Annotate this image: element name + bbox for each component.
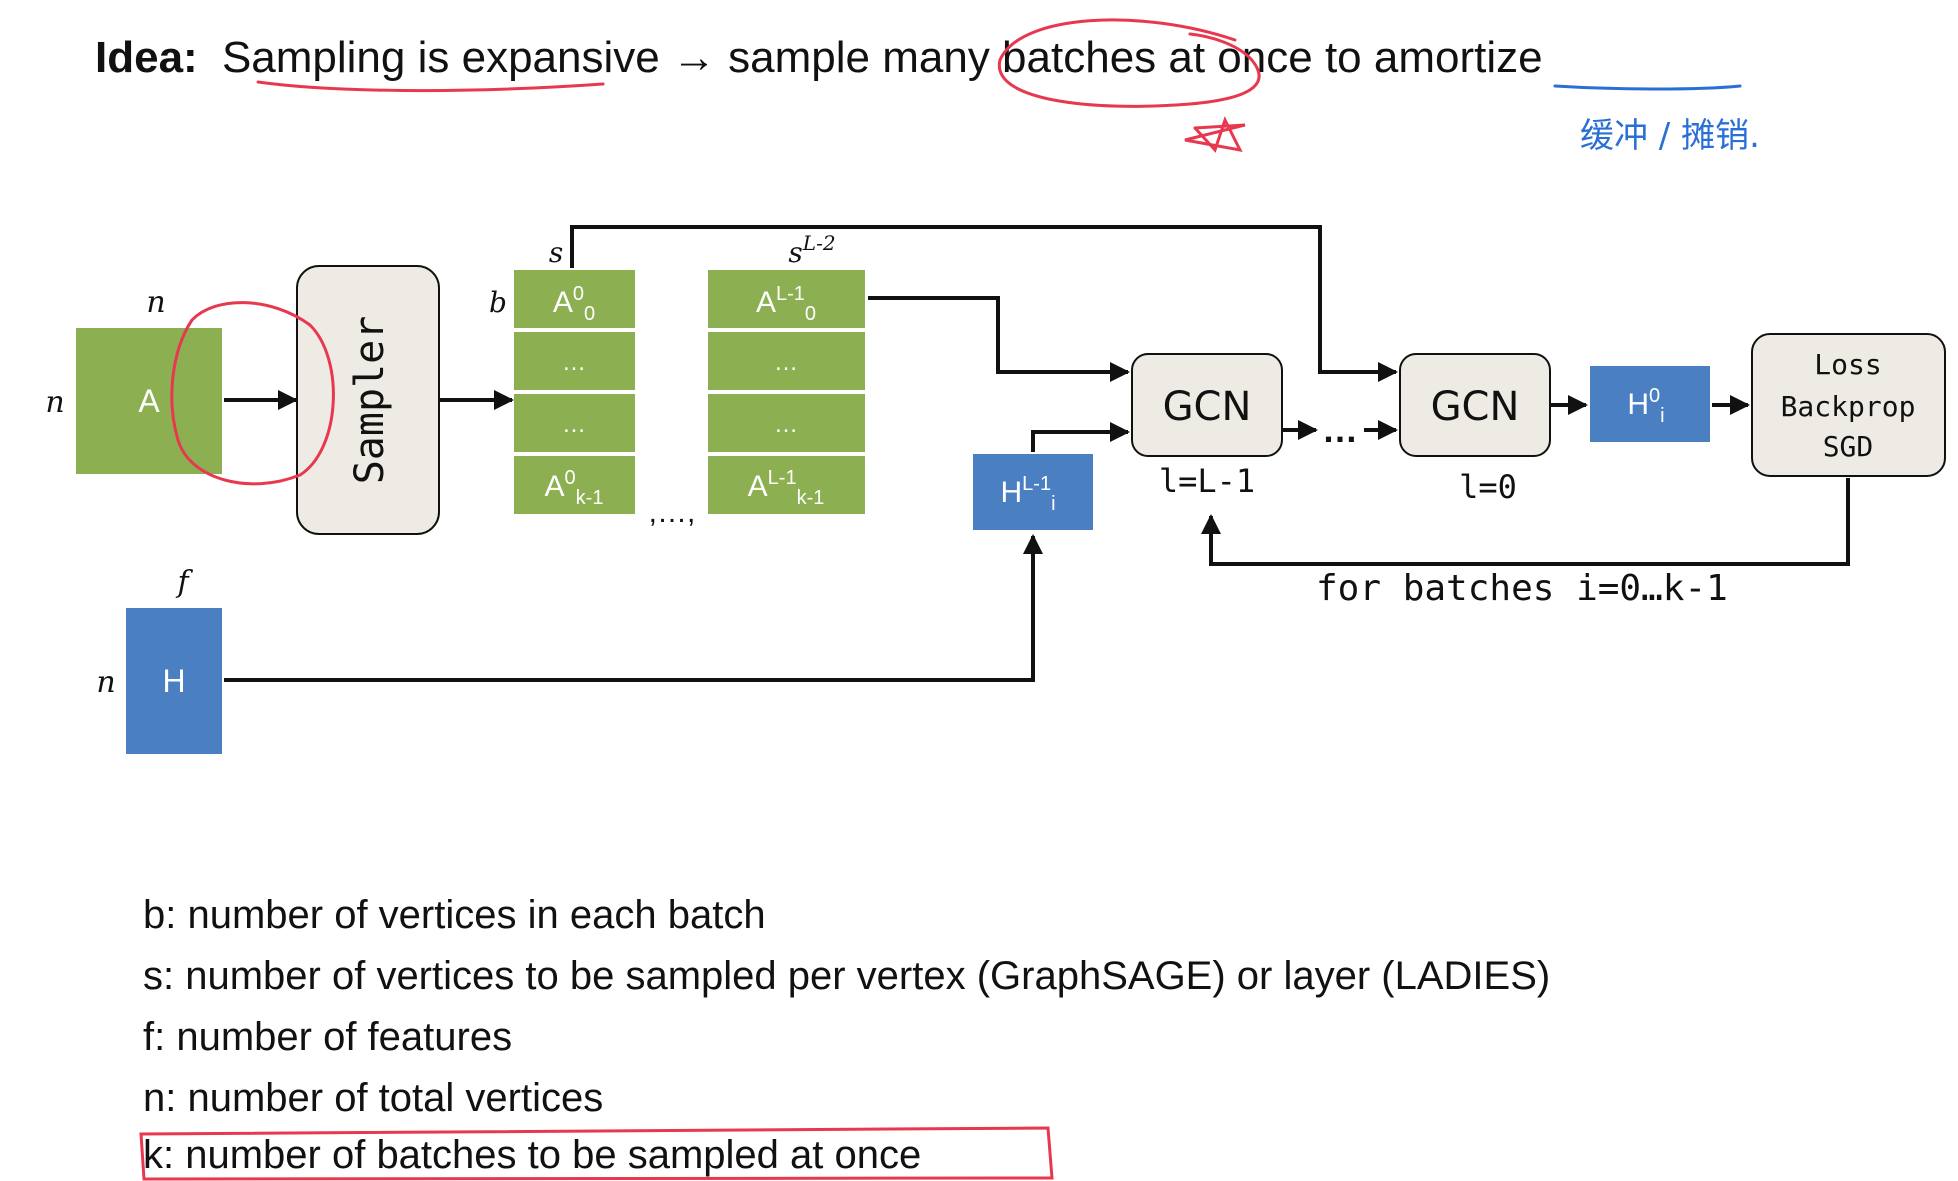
matrix-a-col-dim: n — [146, 285, 165, 320]
stack-last-cell — [708, 332, 865, 390]
stack-first-cell — [514, 270, 635, 328]
line-stack-last-to-gcn-first — [868, 296, 1130, 382]
between-stacks: ,…, — [649, 496, 696, 529]
line-h-to-batch — [224, 534, 1043, 682]
h-batch-in — [973, 454, 1093, 530]
definition-line: n: number of total vertices — [143, 1076, 603, 1120]
matrix-h — [126, 608, 222, 754]
stack-first-cell — [514, 456, 635, 514]
stack-last-cell — [708, 270, 865, 328]
gcn-last-box — [1399, 353, 1551, 457]
handwritten-note: 缓冲 / 摊销. — [1580, 116, 1760, 156]
stack-last-cell-2: … — [774, 411, 798, 438]
title-annotations — [256, 18, 1261, 153]
stack-last: AL-10 … … AL-1k-1 — [708, 270, 865, 514]
loss-line-2: Backprop — [1781, 390, 1916, 423]
amortize-underline — [1553, 84, 1742, 91]
stack-first-cell-3: A0k-1 — [545, 467, 604, 509]
matrix-a-row-dim: n — [45, 385, 64, 420]
stack-last-cell-1: … — [774, 349, 798, 376]
matrix-h-col-dim: f — [175, 565, 193, 600]
loss-box — [1751, 333, 1946, 477]
definition-line: s: number of vertices to be sampled per … — [143, 954, 1550, 998]
sampler-label: Sampler — [347, 316, 393, 485]
gcn-last-layer: l=0 — [1459, 468, 1517, 506]
matrix-a-label: A — [138, 383, 160, 419]
definition-line: f: number of features — [143, 1015, 512, 1059]
stack-last-cell-3: AL-1k-1 — [748, 467, 825, 509]
line-stack-first-to-gcn-last — [570, 225, 1398, 382]
line-h-batch-to-gcn — [1031, 422, 1130, 452]
h-batch-out — [1590, 366, 1710, 442]
stack-first: A00 … … A0k-1 — [514, 270, 635, 514]
loop-label: for batches i=0…k-1 — [1316, 568, 1728, 609]
title-prefix: Idea: — [95, 33, 198, 82]
stack-last-col-dim: sL-2 — [788, 231, 835, 269]
h-batch-out-label: H0i — [1627, 385, 1664, 427]
h-batch-in-label: HL-1i — [1000, 473, 1055, 515]
title: Idea: Sampling is expansive → sample man… — [95, 33, 1543, 82]
matrix-h-label: H — [162, 663, 185, 699]
stack-first-row-dim: b — [489, 286, 507, 319]
gcn-first-box — [1131, 353, 1283, 457]
stack-last-cell-0: AL-10 — [756, 283, 816, 325]
definition-line: b: number of vertices in each batch — [143, 893, 766, 937]
stack-first-cell — [514, 332, 635, 390]
matrix-h-row-dim: n — [96, 665, 115, 700]
gcn-first-label: GCN — [1163, 384, 1252, 430]
definition-highlight — [139, 1126, 1054, 1181]
stack-first-cell-0: A00 — [553, 283, 595, 325]
gcn-last-label: GCN — [1431, 384, 1520, 430]
title-text: Sampling is expansive → sample many batc… — [222, 33, 1543, 82]
stack-first-col-dim: s — [549, 236, 563, 269]
stack-first-cell — [514, 394, 635, 452]
stack-first-cell-1: … — [562, 349, 586, 376]
loss-line-1: Loss — [1814, 348, 1881, 381]
stack-last-cell — [708, 394, 865, 452]
matrix-a — [76, 328, 222, 474]
gcn-first-layer: l=L-1 — [1159, 462, 1255, 500]
stack-first-cell-2: … — [562, 411, 586, 438]
circle-annotation-sampler — [170, 301, 335, 486]
stack-last-cell — [708, 456, 865, 514]
loop-arrow — [1201, 478, 1850, 566]
definition-line: k: number of batches to be sampled at on… — [143, 1133, 921, 1177]
gcn-ellipsis: … — [1322, 409, 1358, 450]
loss-line-3: SGD — [1823, 430, 1874, 463]
sampler-box — [296, 265, 440, 535]
